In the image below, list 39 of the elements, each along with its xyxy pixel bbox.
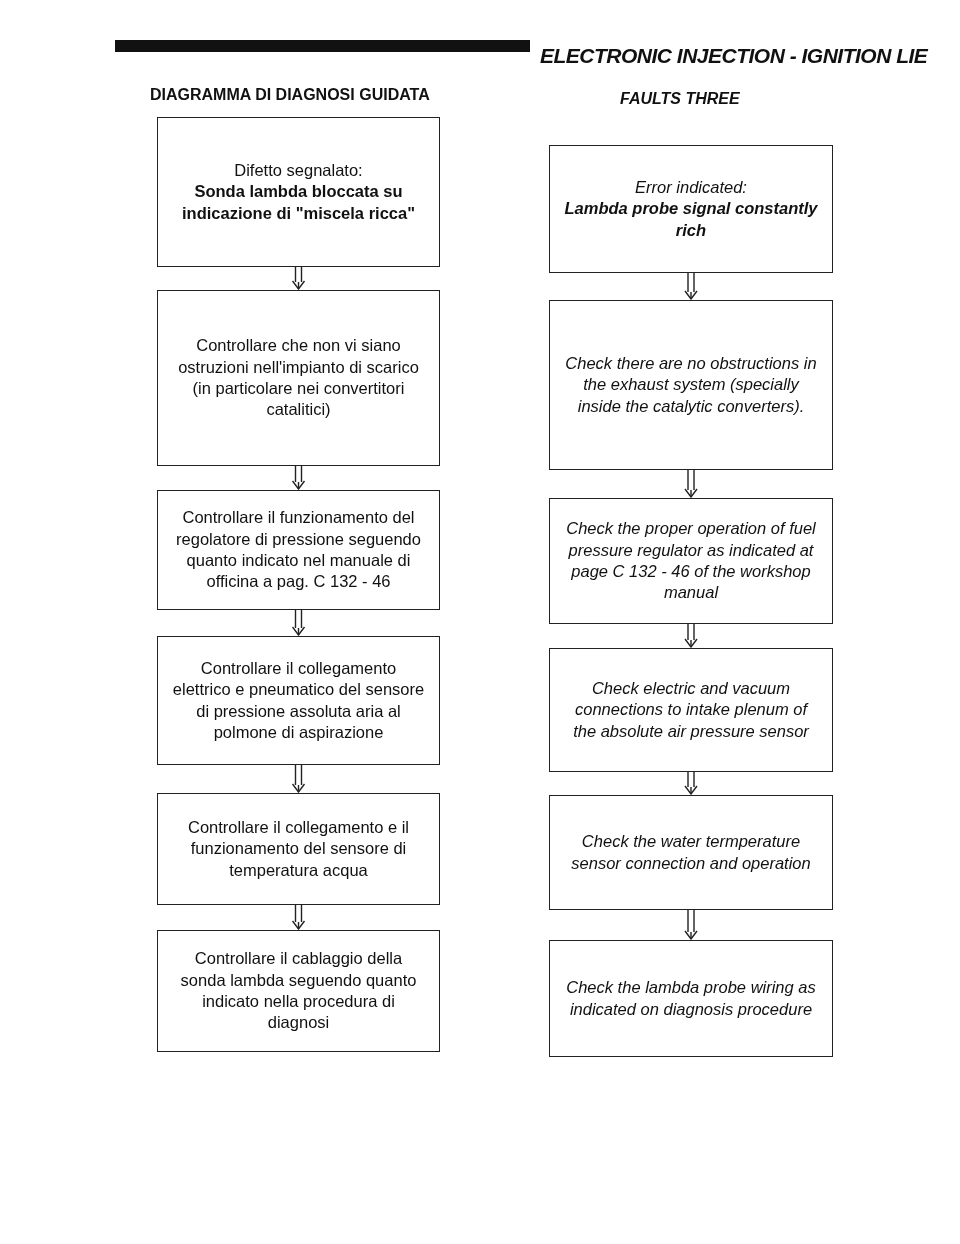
box-heading: Difetto segnalato: (234, 159, 363, 181)
process-box (549, 300, 833, 470)
diagram-title: DIAGRAMMA DI DIAGNOSI GUIDATA (150, 86, 430, 104)
arrow (684, 272, 698, 300)
diagram-subtitle: FAULTS THREE (620, 90, 740, 108)
arrow (684, 771, 698, 795)
section-header: ELECTRONIC INJECTION - IGNITION LIE (540, 44, 928, 68)
box-text: Controllare il collegamento elettrico e pneumatico del sensore di pressione assoluta aria al polmone di aspirazione (172, 657, 425, 743)
box-text: Check the proper operation of fuel pressure regulator as indicated at page C 132 - 46 of the workshop manual (565, 518, 817, 604)
box-text: Sonda lambda bloccata su indicazione di "miscela ricca" (181, 181, 416, 224)
arrow (291, 904, 306, 930)
process-box (157, 290, 440, 466)
box-text: Lambda probe signal constantly rich (564, 198, 818, 241)
box-text: Check there are no obstructions in the exhaust system (specially inside the catalytic converters). (564, 352, 818, 417)
arrow (291, 764, 306, 793)
process-box (157, 930, 440, 1052)
process-box (157, 490, 440, 610)
box-text: Controllare il cablaggio della sonda lambda seguendo quanto indicato nella procedura di diagnosi (179, 948, 418, 1034)
box-heading: Error indicated: (635, 176, 747, 198)
process-box (549, 940, 833, 1057)
box-text: Check electric and vacuum connections to intake plenum of the absolute air pressure sensor (572, 677, 811, 742)
arrow (291, 609, 306, 636)
arrow (684, 623, 698, 648)
arrow (291, 266, 306, 290)
arrow (291, 465, 306, 490)
process-box (157, 793, 440, 905)
process-box (157, 636, 440, 765)
process-box (549, 648, 833, 772)
box-text: Controllare il collegamento e il funzionamento del sensore di temperatura acqua (187, 816, 410, 881)
process-box (549, 145, 833, 273)
arrow (684, 469, 698, 498)
process-box (549, 795, 833, 910)
box-text: Controllare che non vi siano ostruzioni nell'impianto di scarico (in particolare nei convertitori catalitici) (177, 335, 420, 421)
box-text: Check the water termperature sensor connection and operation (570, 831, 812, 874)
box-text: Controllare il funzionamento del regolatore di pressione seguendo quanto indicato nel manuale di officina a pag. C 132 - 46 (175, 507, 422, 593)
box-text: Check the lambda probe wiring as indicated on diagnosis procedure (565, 977, 817, 1020)
arrow (684, 909, 698, 940)
process-box (549, 498, 833, 624)
process-box (157, 117, 440, 267)
